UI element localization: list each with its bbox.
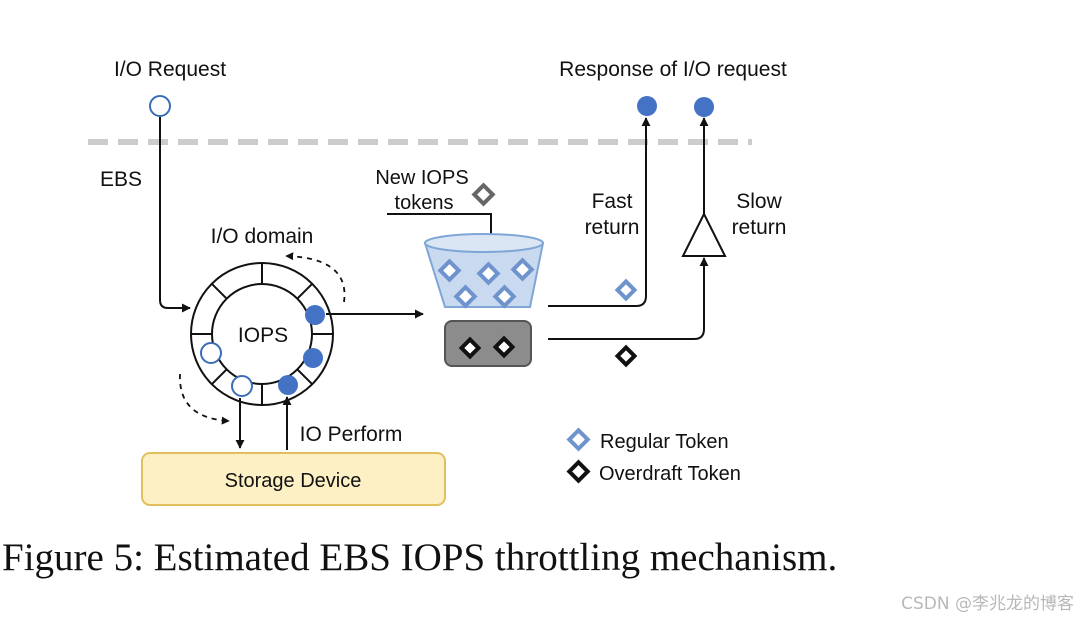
slow-return-token xyxy=(614,344,638,368)
ring-spoke xyxy=(296,283,313,300)
slot-filled-dot xyxy=(278,375,298,395)
fast-return-label-line2: return xyxy=(585,216,640,239)
slot-filled-dot xyxy=(303,348,323,368)
iops-ring xyxy=(190,262,334,406)
watermark: CSDN @李兆龙的博客 xyxy=(901,594,1074,614)
overdraft-token-box xyxy=(444,320,532,367)
figure-caption: Figure 5: Estimated EBS IOPS throttling … xyxy=(2,536,837,579)
storage-device-box xyxy=(141,452,446,506)
legend-regular-token-icon xyxy=(566,427,591,452)
regular-token xyxy=(510,257,535,282)
rotation-arrow-top xyxy=(285,252,346,303)
overdraft-token xyxy=(458,336,482,360)
iops-label: IOPS xyxy=(238,324,288,347)
regular-token xyxy=(476,261,501,286)
io-domain-label: I/O domain xyxy=(211,225,314,248)
ebs-label: EBS xyxy=(100,168,142,191)
slot-hollow-dot xyxy=(231,375,253,397)
io-request-label: I/O Request xyxy=(114,58,226,81)
response-dot-slow xyxy=(694,97,714,117)
io-request-dot xyxy=(149,95,171,117)
legend-overdraft-token-label: Overdraft Token xyxy=(599,463,741,485)
regular-token xyxy=(453,284,478,309)
slow-return-label-line2: return xyxy=(732,216,787,239)
slow-return-label-line1: Slow xyxy=(736,190,782,213)
response-dot-fast xyxy=(637,96,657,116)
legend-overdraft-token-icon xyxy=(566,459,591,484)
slow-return-line xyxy=(548,257,709,340)
fast-return-label-line1: Fast xyxy=(592,190,633,213)
slot-filled-dot xyxy=(305,305,325,325)
overdraft-token xyxy=(492,335,516,359)
ring-spoke xyxy=(211,368,228,385)
legend-regular-token-label: Regular Token xyxy=(600,431,729,453)
response-label: Response of I/O request xyxy=(559,58,787,81)
regular-token xyxy=(492,284,517,309)
regular-token xyxy=(437,258,462,283)
ring-spoke xyxy=(211,283,228,300)
new-iops-tokens-label-line1: New IOPS xyxy=(375,167,468,189)
fast-return-token xyxy=(614,278,638,302)
fast-return-arrow xyxy=(548,117,651,307)
io-perform-label: IO Perform xyxy=(300,423,403,446)
new-iops-tokens-label-line2: tokens xyxy=(395,192,454,214)
delay-triangle-icon xyxy=(681,211,727,257)
storage-device-label: Storage Device xyxy=(225,470,362,492)
ring-spoke xyxy=(296,368,313,385)
new-token-icon xyxy=(471,182,496,207)
request-to-iops-arrow xyxy=(159,117,191,313)
slot-hollow-dot xyxy=(200,342,222,364)
